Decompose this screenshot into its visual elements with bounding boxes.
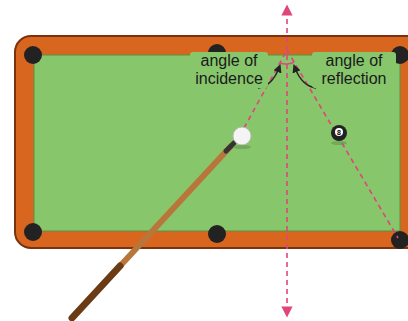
angle-label: angle of incidence bbox=[190, 52, 268, 88]
angle-label: angle of reflection bbox=[312, 52, 396, 88]
ball-number: 8 bbox=[335, 129, 343, 136]
